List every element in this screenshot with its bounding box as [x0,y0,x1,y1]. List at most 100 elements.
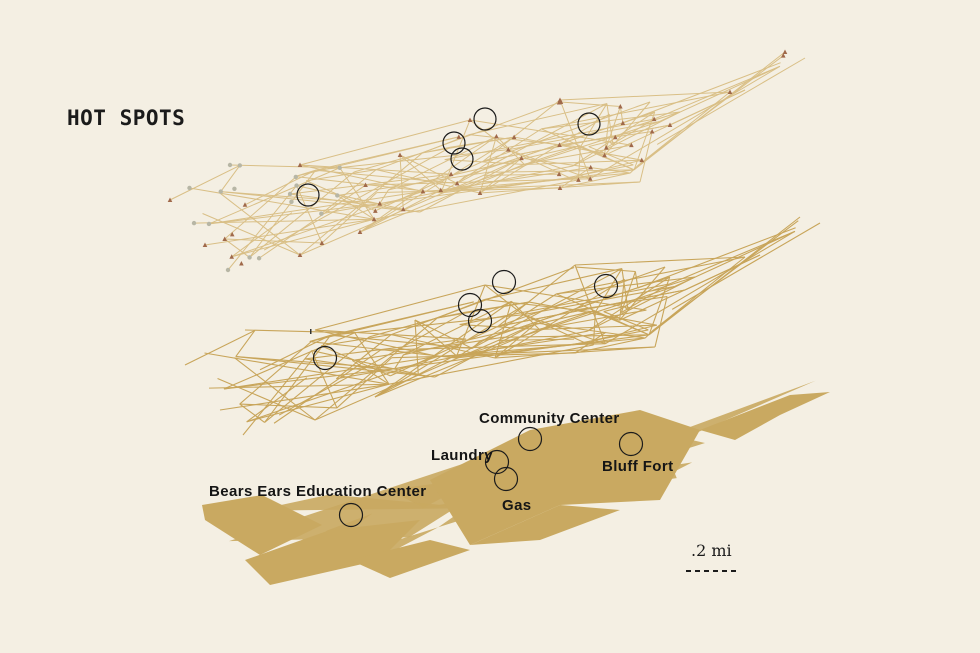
network-edge [637,111,681,126]
network-node-marker [242,202,248,207]
hotspot-circle [577,112,601,136]
network-edge [587,276,696,332]
network-edge [577,145,635,171]
network-node [319,211,324,216]
network-edge [224,238,250,258]
network-edge [434,322,537,378]
network-node-marker [557,185,563,190]
network-edge [169,164,241,201]
network-edge [494,278,625,359]
network-node [237,163,243,168]
network-edge [484,299,596,313]
network-edge [249,169,316,258]
label-gas: Gas [502,497,532,514]
network-edge [246,377,308,423]
network-edge [220,191,380,205]
network-node-marker [400,206,406,212]
network-node-marker [782,49,788,54]
network-edge [633,51,786,171]
network-node [294,183,299,188]
network-edge [314,284,486,331]
filled-region [350,540,470,578]
network-edge [299,164,452,175]
network-edge [579,103,608,148]
network-edge [296,185,404,210]
filled-region [229,420,595,542]
network-edge [224,176,297,240]
network-edge [314,329,439,357]
top-network-layer [169,51,806,271]
network-node-marker [651,116,657,122]
scale-label: .2 mi [691,541,732,560]
network-edge [648,216,801,336]
network-edge [587,276,671,332]
network-edge [219,383,390,411]
top-hotspot-circles [296,107,601,207]
network-edge [239,403,265,423]
network-edge [479,157,522,194]
hotspot-circle [618,431,644,457]
network-edge [290,193,421,213]
network-edge [589,65,781,180]
label-bears-ears-education-center: Bears Ears Education Center [209,483,427,500]
network-edge [374,300,512,398]
network-node [289,199,294,205]
network-edge [391,334,496,359]
network-node-marker [229,231,235,237]
label-community-center: Community Center [479,410,620,427]
network-edge [314,329,467,340]
hotspot-circle [442,131,466,155]
network-node-marker [557,97,563,102]
network-edge [264,334,331,423]
network-edge [523,314,585,344]
network-edge [584,324,657,344]
network-node-marker [519,155,524,161]
network-node-marker [456,134,462,139]
network-edge [569,159,642,179]
network-node-marker [357,229,363,234]
network-edge [440,119,471,194]
network-node-marker [511,134,517,140]
network-edge [414,319,457,356]
network-edge [315,169,458,184]
network-edge [264,336,370,423]
bottom-filled-layer [202,380,830,585]
network-node-marker [576,177,581,182]
network-edge [376,169,481,194]
hotspot-circle [484,449,510,475]
network-edge [315,149,509,171]
network-edge [422,134,470,154]
network-edge [455,284,486,359]
network-edge [422,146,451,154]
network-edge [231,212,293,258]
network-node-marker [667,122,673,127]
network-edge [223,368,395,390]
network-edge [574,256,746,266]
network-node [232,186,237,191]
filled-region [254,494,476,511]
hotspot-circle [312,345,338,371]
network-edge [459,324,540,331]
network-edge [399,154,442,191]
network-edge [278,311,466,416]
network-node-marker [448,171,454,177]
network-edge [541,91,731,130]
network-edge [482,99,561,162]
network-node-marker [297,252,303,257]
network-edge [479,113,610,194]
network-edge [494,322,537,359]
network-edge [569,337,646,346]
network-edge [469,119,632,146]
middle-hotspot-circles [312,269,619,371]
network-edge [502,334,650,338]
network-edge [444,159,525,165]
network-edge [239,341,312,405]
network-edge [374,301,530,398]
hotspot-circle [493,466,519,492]
network-node [337,165,342,170]
network-node-marker [649,129,655,134]
hotspot-circle [473,107,497,131]
network-edge [273,349,381,424]
bottom-hotspot-circles [338,426,644,528]
